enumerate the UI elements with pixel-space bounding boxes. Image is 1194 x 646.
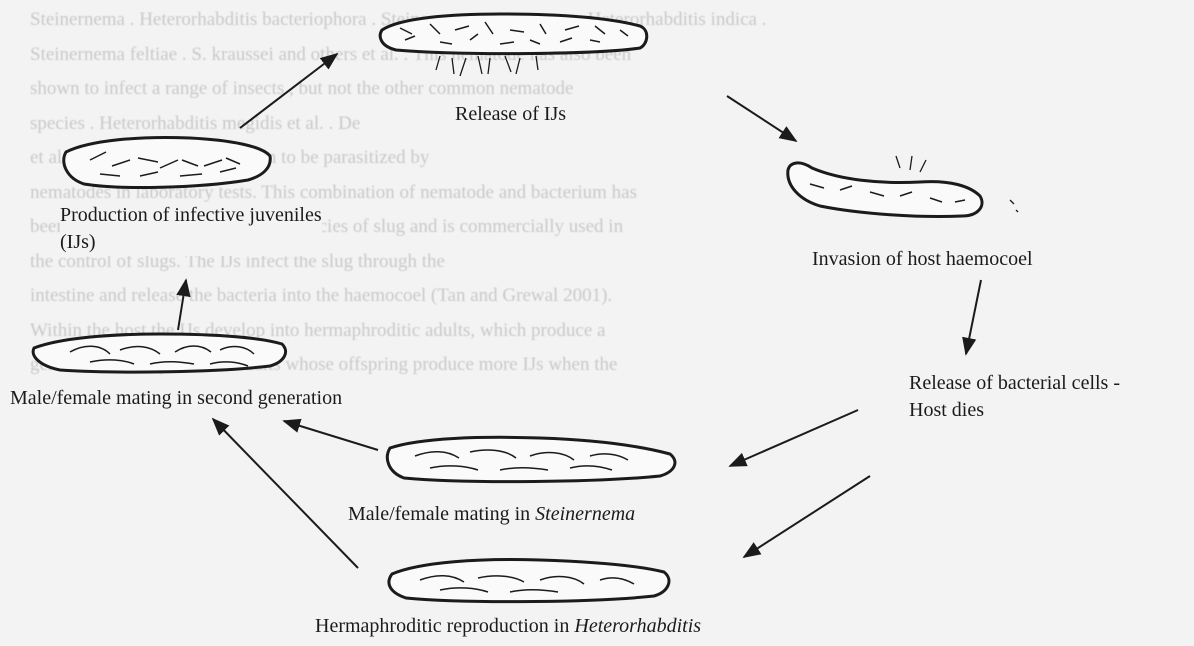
label-production-line1: Production of infective juveniles [60, 202, 322, 229]
label-release-bacteria-line1: Release of bacterial cells - [909, 370, 1120, 397]
label-steinernema-genus: Steinernema [535, 503, 635, 525]
arrow-bacteria-to-steinernema [730, 410, 858, 466]
larva-production-figure [64, 138, 271, 188]
larva-release-ijs-figure [380, 14, 647, 76]
arrow-second-gen-to-production [178, 280, 186, 330]
label-second-generation: Male/female mating in second generation [10, 386, 342, 410]
label-invasion-text: Invasion of host haemocoel [812, 248, 1033, 270]
arrow-steinernema-to-second-gen [284, 421, 378, 450]
label-release-ijs-text: Release of IJs [455, 103, 566, 125]
label-steinernema-prefix: Male/female mating in [348, 503, 535, 525]
arrow-production-to-release [240, 54, 337, 128]
cycle-arrows [178, 54, 981, 568]
label-release-ijs: Release of IJs [455, 102, 566, 126]
label-release-bacteria: Release of bacterial cells - Host dies [909, 370, 1120, 424]
label-steinernema-mating: Male/female mating in Steinernema [348, 502, 635, 526]
label-second-generation-text: Male/female mating in second generation [10, 387, 342, 409]
arrow-bacteria-to-heterorhabditis [744, 476, 870, 557]
label-release-bacteria-line2: Host dies [909, 397, 1120, 424]
larva-invasion-figure [788, 156, 1018, 217]
label-production-line2: (IJs) [60, 229, 322, 256]
label-production-ijs: Production of infective juveniles (IJs) [60, 202, 322, 256]
arrow-invasion-to-bacteria [966, 280, 981, 354]
label-heterorhabditis: Hermaphroditic reproduction in Heterorha… [315, 614, 701, 638]
label-invasion: Invasion of host haemocoel [812, 247, 1033, 271]
larva-heterorhabditis-figure [389, 560, 669, 602]
larva-steinernema-figure [387, 437, 675, 481]
arrow-heterorhabditis-to-second-gen [213, 419, 358, 568]
larva-second-generation-figure [33, 334, 285, 372]
label-heterorhabditis-prefix: Hermaphroditic reproduction in [315, 615, 574, 637]
label-heterorhabditis-genus: Heterorhabditis [574, 615, 701, 637]
arrow-release-to-invasion [727, 96, 796, 141]
